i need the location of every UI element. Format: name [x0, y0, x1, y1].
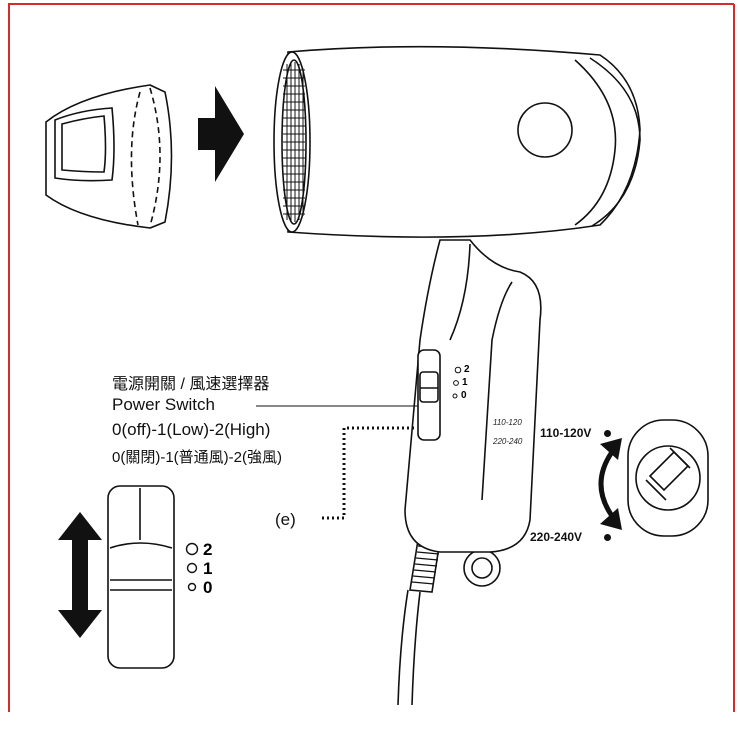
- dryer-handle: [404, 239, 542, 553]
- side-button: [517, 102, 573, 158]
- body-position-0: 0: [461, 390, 467, 401]
- voltage-high-label: 110-120V: [540, 426, 592, 440]
- closeup-position-2: 2: [203, 540, 213, 559]
- body-position-1: 1: [462, 377, 468, 388]
- voltage-high-dot: [604, 430, 611, 437]
- dryer-body: [287, 45, 641, 238]
- nozzle-attachment: [45, 84, 173, 229]
- power-modes-zh: 0(關閉)-1(普通風)-2(強風): [112, 449, 282, 466]
- callout-e-label: (e): [275, 510, 296, 529]
- switch-closeup: [107, 485, 175, 669]
- callout-e-dotted-line: [322, 426, 414, 520]
- power-modes-en: 0(off)-1(Low)-2(High): [112, 420, 271, 439]
- slide-direction-arrow: [58, 512, 102, 638]
- voltage-low-label: 220-240V: [530, 530, 583, 544]
- hair-dryer: [273, 45, 641, 706]
- closeup-position-markers: [185, 542, 199, 592]
- voltage-rotate-arrow: [598, 438, 622, 530]
- power-cord: [397, 589, 421, 706]
- closeup-position-1: 1: [203, 559, 213, 578]
- power-switch-label-zh: 電源開關 / 風速選擇器: [112, 376, 270, 393]
- voltage-low-dot: [604, 534, 611, 541]
- attach-arrow: [198, 86, 244, 182]
- body-voltage-low: 220-240: [493, 437, 523, 446]
- body-position-markers: [452, 366, 462, 399]
- grille-mesh: [283, 62, 305, 222]
- hanging-loop: [463, 549, 501, 587]
- closeup-position-0: 0: [203, 578, 213, 597]
- power-switch-label-en: Power Switch: [112, 395, 215, 414]
- body-position-2: 2: [464, 364, 470, 375]
- voltage-selector-closeup: [627, 419, 709, 537]
- body-voltage-high: 110-120: [493, 418, 522, 427]
